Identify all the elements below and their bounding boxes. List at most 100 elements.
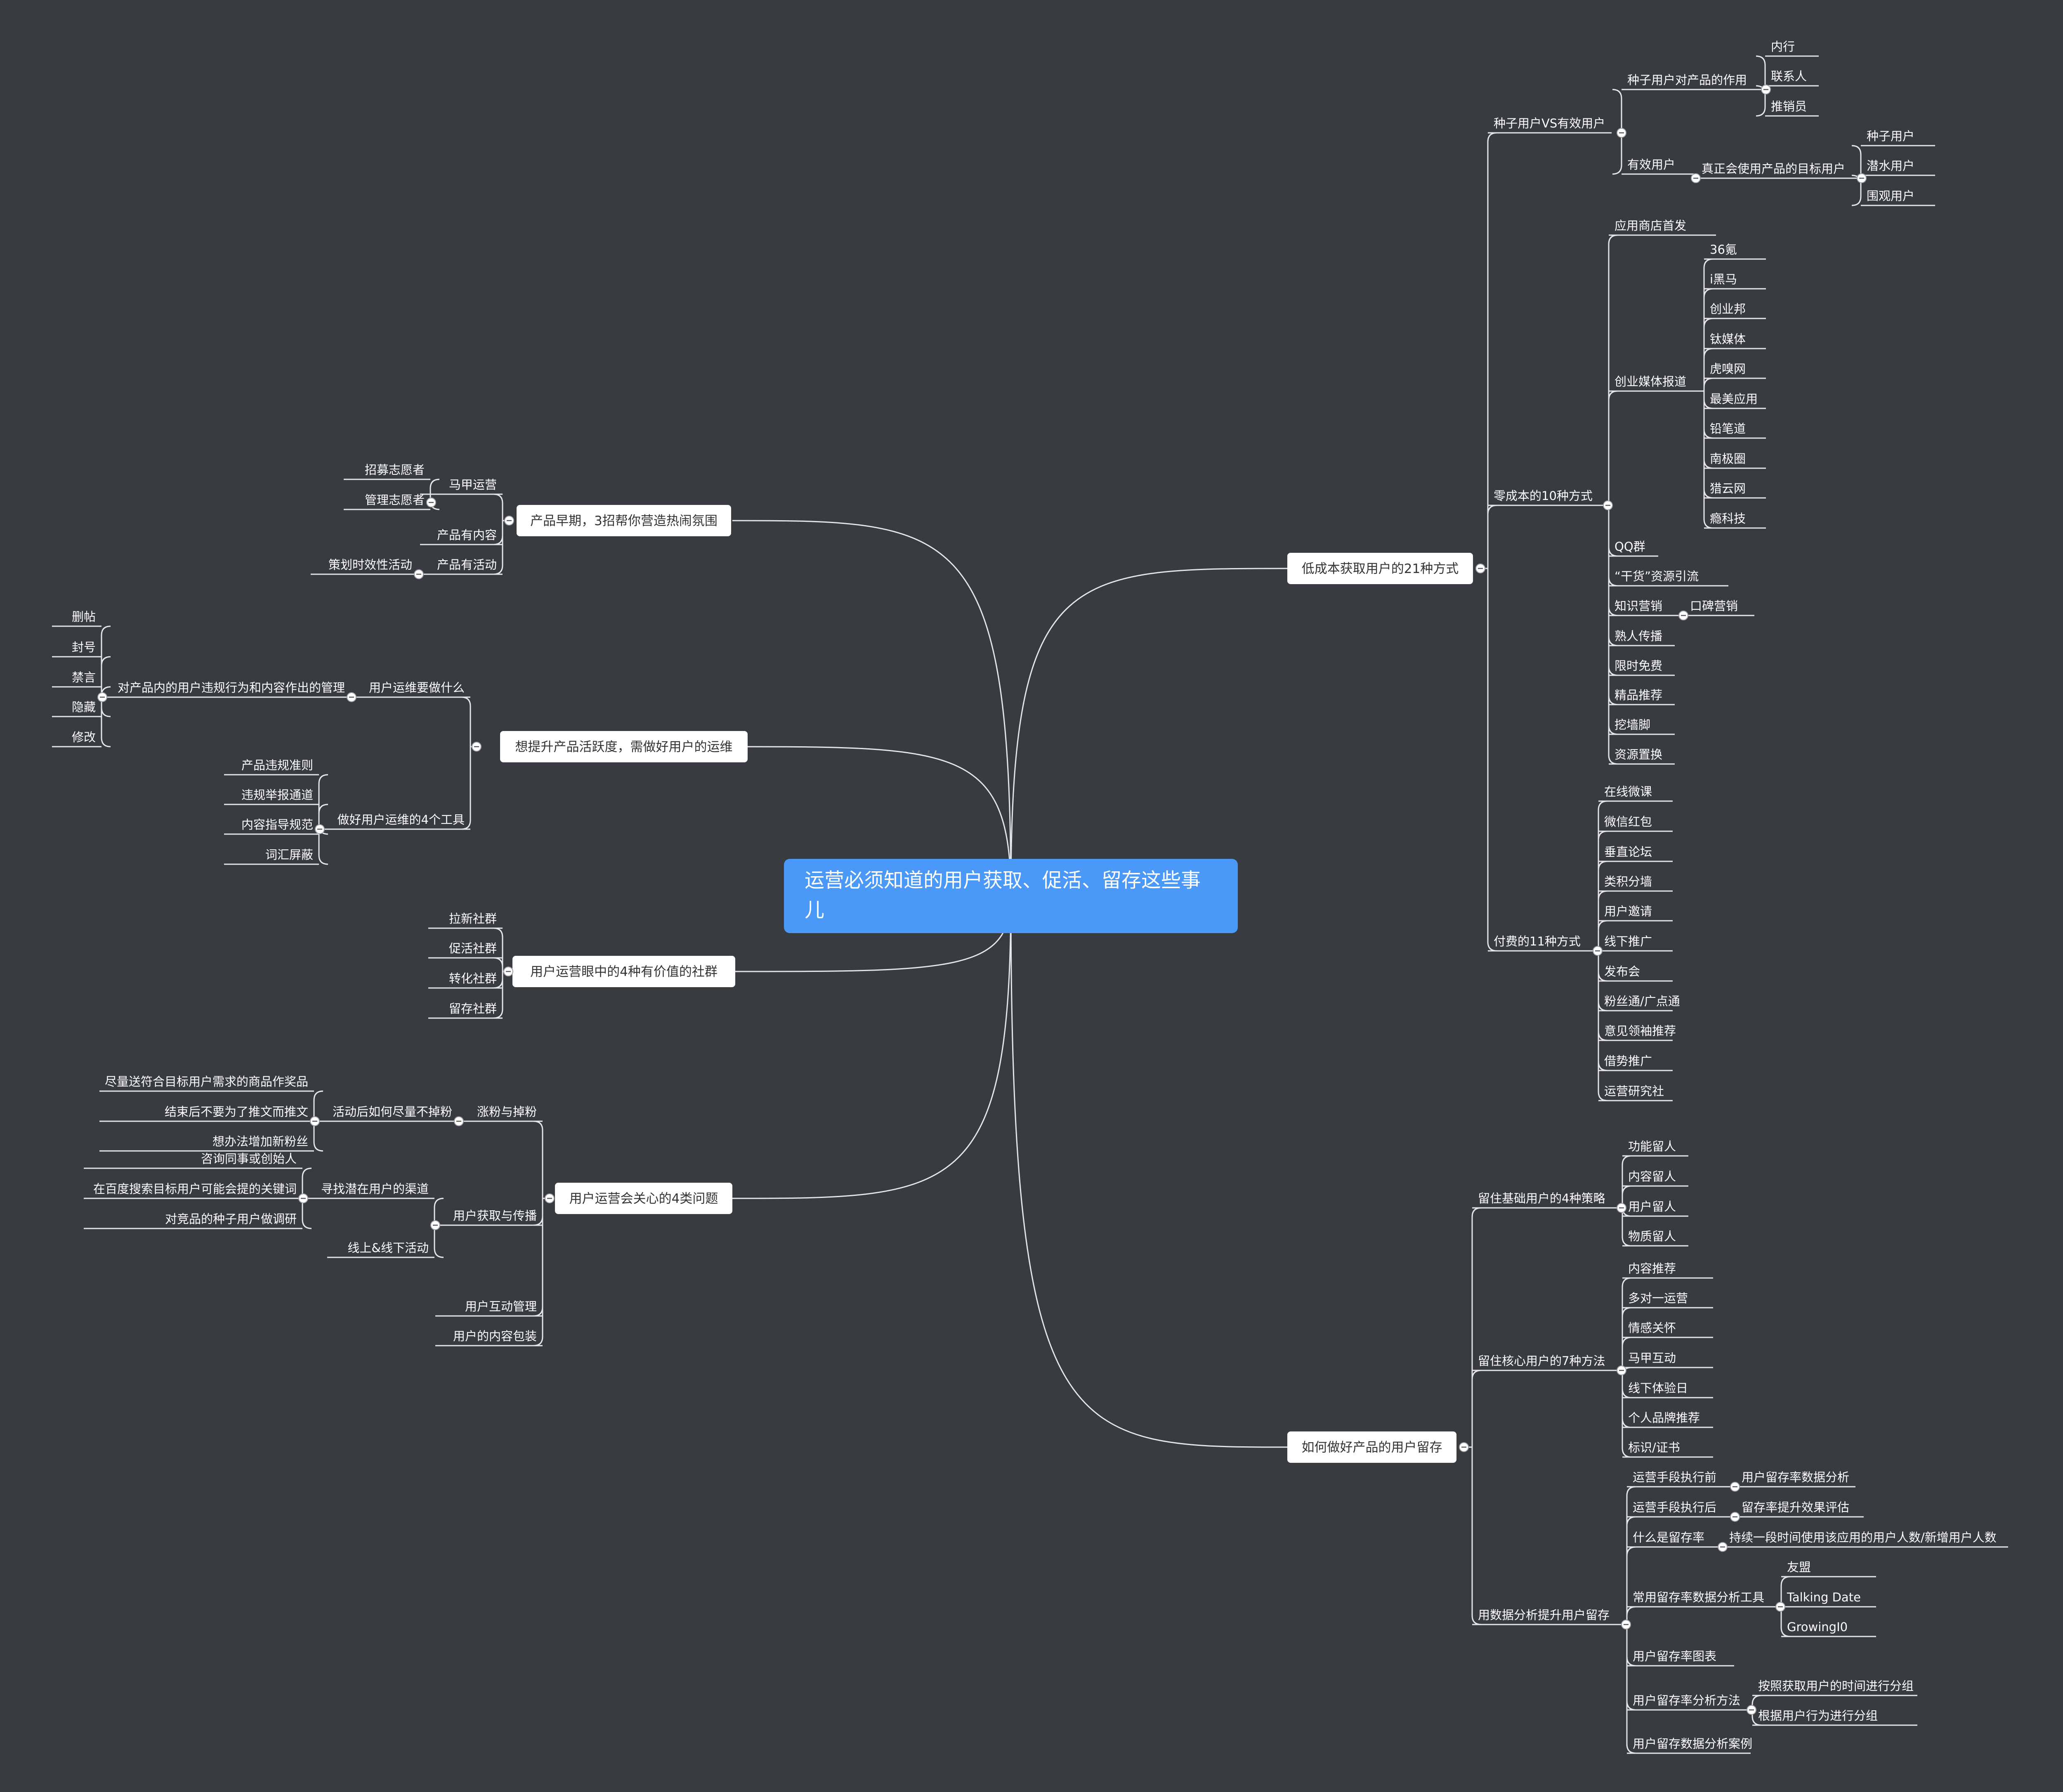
node-label: QQ群 [1615,540,1645,554]
node-label: 尽量送符合目标用户需求的商品作奖品 [105,1075,308,1089]
node-label: 借势推广 [1604,1054,1652,1068]
connector-curve [1471,1370,1482,1380]
connector-curve [101,707,111,717]
retention-node: 如何做好产品的用户留存 [1287,1431,1456,1463]
root-title: 运营必须知道的用户获取、促活、留存这些事儿 [805,869,1201,922]
connector-curve [1622,1185,1632,1195]
connector-curve [1756,106,1766,117]
node-label: 运营手段执行后 [1633,1500,1716,1514]
node-label: 应用商店首发 [1615,219,1686,233]
node-label: 用户留存率分析方法 [1633,1693,1740,1707]
node-label: 意见领袖推荐 [1604,1024,1676,1038]
connector-curve [101,625,111,636]
node-label: 粉丝通/广点通 [1604,994,1680,1008]
node-label: 类积分墙 [1604,875,1652,889]
node-label: 封号 [72,640,96,654]
node-label: 用数据分析提升用户留存 [1478,1608,1610,1622]
node-label: 南极圈 [1710,452,1746,466]
connector-curve [1626,1546,1636,1556]
node-label: 用户的内容包装 [453,1329,537,1343]
node-label: 36氪 [1710,243,1737,257]
node-label: 钛媒体 [1710,332,1746,346]
connector-curve [493,493,503,504]
connector-curve [1851,145,1862,155]
node-label: 结束后不要为了推文而推文 [165,1105,308,1119]
node-label: 内行 [1771,40,1795,54]
node-label: 按照获取用户的时间进行分组 [1758,1679,1914,1693]
main-branch-label: 低成本获取用户的21种方式 [1302,561,1459,576]
node-label: 熟人传播 [1615,629,1662,643]
node-label: 挖墙脚 [1615,718,1650,732]
node-label: 微信红包 [1604,815,1652,829]
connector-curve [313,1141,323,1152]
main-branch-label: 想提升产品活跃度，需做好用户的运维 [515,740,733,755]
node-label: 知识营销 [1615,599,1662,613]
main-branch-box [500,731,748,762]
node-label: 运营研究社 [1604,1084,1664,1098]
concerns-node: 用户运营会关心的4类问题 [555,1183,732,1214]
connector-curve [318,855,328,865]
connector-curve [732,746,1012,896]
root-title-line: 运营必须知道的用户获取、促活、留存这些事 [805,869,1201,892]
community-node: 用户运营眼中的4种有价值的社群 [512,956,735,987]
main-branch-box [512,956,735,987]
connector-curve [430,479,440,489]
node-label: 促活社群 [449,941,497,955]
node-label: 真正会使用产品的目标用户 [1702,162,1845,176]
connector-curve [1010,895,1288,1448]
connector-curve [1608,234,1618,245]
early-node: 产品早期，3招帮你营造热闹氛围 [517,505,731,536]
main-branch-box [517,505,731,536]
node-label: 留住基础用户的4种策略 [1478,1191,1605,1205]
connector-curve [1703,348,1714,358]
connector-curve [1626,1606,1636,1616]
node-label: 修改 [72,730,96,744]
connector-curve [461,696,471,707]
connector-curve [1756,55,1766,66]
node-label: 违规举报通道 [241,788,313,802]
node-label: 词汇屏蔽 [265,848,313,862]
node-label: 用户留人 [1628,1200,1676,1214]
node-label: 铅笔道 [1710,422,1746,436]
main-branch-label: 如何做好产品的用户留存 [1302,1440,1442,1455]
connector-curve [1010,568,1288,896]
connector-curve [1703,288,1714,298]
node-label: 留住核心用户的7种方法 [1478,1354,1605,1368]
node-label: 零成本的10种方式 [1494,489,1593,503]
connector-curve [493,927,503,938]
node-label: 在百度搜索目标用户可能会提的关键词 [93,1182,297,1196]
root-node: 运营必须知道的用户获取、促活、留存这些事儿 [784,859,1238,933]
node-label: “干货”资源引流 [1615,569,1699,583]
node-label: 产品有活动 [437,558,497,572]
connector-curve [434,1248,444,1258]
connector-curve [493,957,503,967]
main-branch-box [1287,553,1473,584]
node-label: 瘾科技 [1710,512,1746,526]
node-label: 有效用户 [1627,158,1675,172]
node-label: 用户互动管理 [465,1299,537,1313]
node-label: 用户留存数据分析案例 [1633,1737,1752,1751]
connector-curve [318,804,328,814]
connector-curve [1626,1516,1636,1526]
connector-curve [313,1090,323,1101]
node-label: 用户运维要做什么 [369,681,465,695]
node-label: 留存社群 [449,1002,497,1016]
node-label: 多对一运营 [1628,1291,1688,1305]
node-label: 咨询同事或创始人 [201,1152,297,1166]
node-label: 根据用户行为进行分组 [1758,1709,1878,1723]
connector-curve [533,1120,543,1131]
node-label: 猎云网 [1710,481,1746,495]
node-label: 情感关怀 [1628,1321,1676,1335]
acquisition-node: 低成本获取用户的21种方式 [1287,553,1473,584]
connector-curve [1626,1486,1636,1496]
connector-curve [1598,800,1608,811]
node-label: 最美应用 [1710,392,1758,406]
node-label: 虎嗅网 [1710,362,1746,376]
connector-curve [1471,1207,1482,1217]
connector-curve [1598,861,1608,871]
connector-curve [318,774,328,784]
connector-curve [1622,1277,1632,1287]
node-label: i黑马 [1710,272,1737,286]
node-label: 产品有内容 [437,528,497,542]
